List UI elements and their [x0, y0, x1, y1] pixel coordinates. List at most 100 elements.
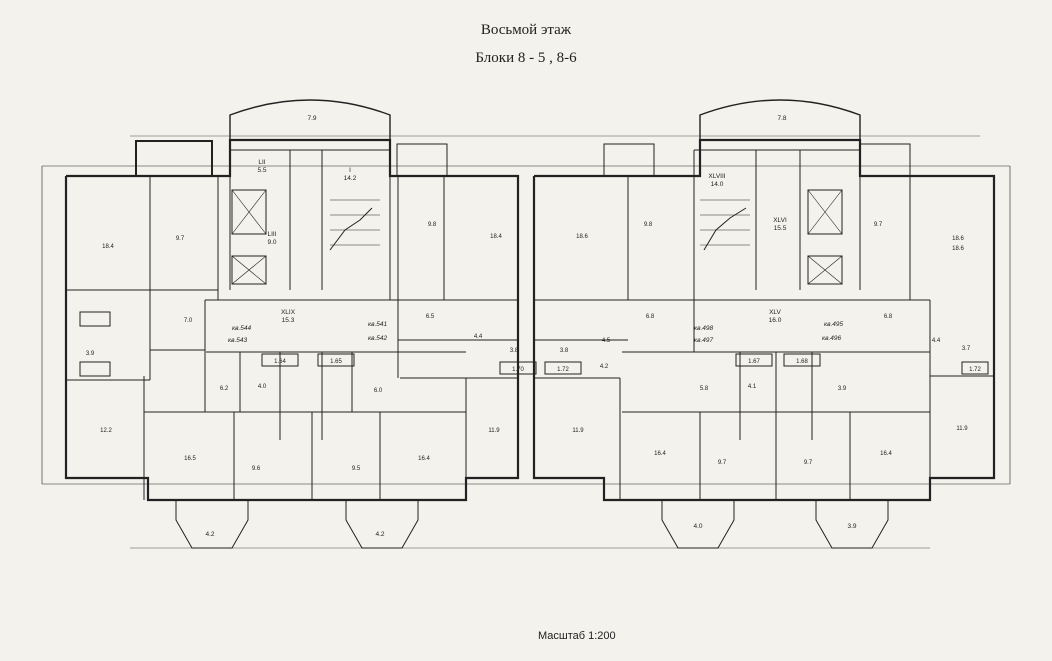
room-area-label: 4.4: [474, 334, 483, 340]
plan-title: Восьмой этаж: [480, 22, 572, 38]
bathroom-fixture: [317, 353, 355, 367]
room-area-label: 6.8: [646, 314, 655, 320]
stair-flight-left: [329, 207, 373, 251]
room-area-label: 5.8: [700, 386, 709, 392]
room-area-label: 18.6: [952, 236, 964, 242]
room-area-label: 4.1: [748, 384, 757, 390]
hall-code-label: LIII: [267, 231, 276, 238]
apartment-label: кв.498: [694, 325, 713, 332]
stair-flight-right: [703, 207, 747, 251]
room-area-label: 9.5: [352, 466, 361, 472]
stair-code-label: I: [349, 167, 351, 174]
room-area-label: 11.9: [572, 428, 584, 434]
bathroom-fixture: [499, 361, 537, 375]
room-area-label: 3.9: [838, 386, 847, 392]
room-area-label: 4.5: [602, 338, 611, 344]
balcony-top-2: [396, 143, 448, 177]
room-area-label: 3.8: [560, 348, 569, 354]
elevator-shaft: [231, 255, 267, 285]
bathroom-fixture: [783, 353, 821, 367]
corridor-code-label: XLIX: [281, 309, 296, 316]
room-area-label: 4.4: [932, 338, 941, 344]
hall-code-label: LII: [258, 159, 265, 166]
balcony-area-label: 7.9: [307, 115, 316, 122]
stair-area-label: 14.0: [711, 181, 724, 188]
bathroom-fixture: [735, 353, 773, 367]
elevator-shaft: [807, 189, 843, 235]
bathroom-area-label: 1.72: [557, 367, 569, 373]
scale-note: Масштаб 1:200: [538, 630, 616, 642]
bathroom-fixture: [79, 361, 111, 377]
balcony-area-label: 3.9: [847, 523, 856, 530]
apartment-label: кв.543: [228, 337, 247, 344]
apartment-label: кв.497: [694, 337, 713, 344]
elevator-cross: [231, 255, 267, 285]
apartment-label: кв.542: [368, 335, 387, 342]
bay-window-top-left: [229, 99, 391, 140]
elevator-shaft: [807, 255, 843, 285]
room-area-label: 4.2: [600, 364, 609, 370]
room-area-label: 18.4: [490, 234, 502, 240]
room-area-label: 12.2: [100, 428, 112, 434]
balcony-area-label: 4.2: [205, 531, 214, 538]
apartment-label: кв.541: [368, 321, 387, 328]
room-area-label: 18.4: [102, 244, 114, 250]
apartment-label: кв.495: [824, 321, 843, 328]
room-area-label: 18.6: [952, 246, 964, 252]
room-area-label: 9.8: [428, 222, 437, 228]
room-area-label: 9.7: [718, 460, 727, 466]
bay-bottom-3: [661, 500, 735, 549]
room-area-label: 18.6: [576, 234, 588, 240]
corridor-area-label: 15.3: [282, 317, 295, 324]
room-area-label: 16.4: [880, 451, 892, 457]
room-area-label: 11.9: [956, 426, 968, 432]
room-area-label: 16.4: [654, 451, 666, 457]
room-area-label: 3.8: [510, 348, 519, 354]
stair-code-label: XLVIII: [708, 173, 725, 180]
hall-area-label: 15.5: [774, 225, 787, 232]
room-area-label: 9.7: [176, 236, 185, 242]
bay-bottom-1: [175, 500, 249, 549]
bathroom-area-label: 1.67: [748, 359, 760, 365]
room-area-label: 9.6: [252, 466, 261, 472]
room-area-label: 11.9: [488, 428, 500, 434]
room-area-label: 9.8: [644, 222, 653, 228]
outer-wall-right-block: [532, 138, 996, 502]
bay-bottom-4: [815, 500, 889, 549]
balcony-top-4: [859, 143, 911, 177]
bathroom-fixture: [544, 361, 582, 375]
room-area-label: 6.5: [426, 314, 435, 320]
bathroom-fixture: [261, 353, 299, 367]
elevator-cross: [231, 189, 267, 235]
room-area-label: 16.4: [418, 456, 430, 462]
room-area-label: 6.2: [220, 386, 229, 392]
balcony-area-label: 4.2: [375, 531, 384, 538]
room-area-label: 4.0: [258, 384, 267, 390]
room-area-label: 3.9: [86, 351, 95, 357]
bathroom-area-label: 1.64: [274, 359, 286, 365]
balcony-top-1: [135, 140, 213, 177]
balcony-area-label: 4.0: [693, 523, 702, 530]
room-area-label: 9.7: [804, 460, 813, 466]
hall-area-label: 9.0: [267, 239, 276, 246]
bay-bottom-2: [345, 500, 419, 549]
elevator-cross: [807, 189, 843, 235]
room-area-label: 6.0: [374, 388, 383, 394]
room-area-label: 9.7: [874, 222, 883, 228]
room-area-label: 7.0: [184, 318, 193, 324]
corridor-code-label: XLV: [769, 309, 781, 316]
balcony-area-label: 7.8: [777, 115, 786, 122]
apartment-label: кв.496: [822, 335, 841, 342]
balcony-top-3: [603, 143, 655, 177]
bathroom-fixture: [961, 361, 989, 375]
stair-area-label: 14.2: [344, 175, 357, 182]
room-area-label: 16.5: [184, 456, 196, 462]
bay-window-top-right: [699, 99, 861, 140]
room-area-label: 3.7: [962, 346, 971, 352]
bathroom-area-label: 1.68: [796, 359, 808, 365]
hall-area-label: 5.5: [257, 167, 266, 174]
elevator-shaft: [231, 189, 267, 235]
elevator-cross: [807, 255, 843, 285]
